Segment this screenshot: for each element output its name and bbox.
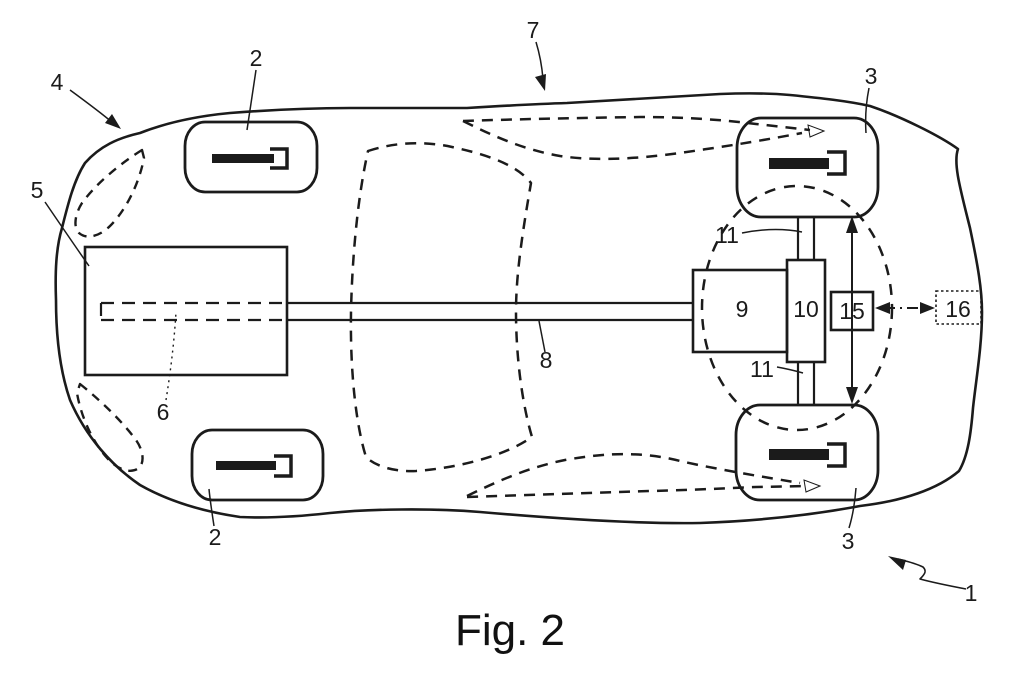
label-11-lower: 11 (750, 356, 774, 382)
leader-7 (535, 41, 544, 80)
leader-7-arrowhead (535, 74, 546, 91)
leader-1-zigzag (897, 558, 967, 590)
leader-8 (538, 320, 546, 353)
leader-4-arrowhead (105, 114, 121, 129)
label-6: 6 (157, 399, 170, 425)
label-16: 16 (945, 296, 971, 322)
leader-11-lower (776, 366, 804, 374)
wheel-front-lower (190, 428, 325, 502)
hub-bar-front-upper (212, 154, 274, 163)
leader-11-upper (741, 228, 803, 234)
gearbox-box-10 (785, 258, 827, 364)
car-body-outline (54, 92, 984, 525)
leader-2-front-upper (246, 69, 257, 131)
rear-deck-lower-line2-dashed (466, 452, 801, 498)
hub-bar-rear-upper (769, 158, 829, 169)
leader-4 (69, 89, 114, 124)
link-arrowhead-left (875, 302, 890, 314)
wheel-rear-lower (734, 403, 880, 502)
axle-upper-lines (796, 216, 816, 260)
wheel-front-upper (183, 120, 319, 194)
label-3-rear-upper: 3 (865, 63, 878, 89)
figure-caption: Fig. 2 (455, 606, 565, 655)
unit-box-15 (829, 290, 875, 332)
drive-shaft-lines (287, 301, 693, 322)
rear-deck-upper-arrowhead (807, 124, 826, 138)
label-3-rear-lower: 3 (842, 528, 855, 554)
hub-bar-rear-lower (769, 449, 829, 460)
rear-deck-upper-line2-dashed (462, 119, 803, 161)
link-arrowhead-right (920, 302, 935, 314)
track-width-arrowhead-up (846, 216, 858, 233)
hub-bracket-front-lower (274, 454, 293, 478)
rear-deck-upper-line1-dashed (462, 115, 811, 132)
label-10: 10 (793, 296, 819, 322)
rear-deck-lower-line1-dashed (466, 484, 807, 499)
label-15: 15 (839, 298, 865, 324)
label-4: 4 (51, 69, 64, 95)
track-width-arrowhead-down (846, 387, 858, 404)
external-box-16-dotted (935, 290, 982, 325)
axle-lower-lines (796, 362, 816, 405)
label-1: 1 (965, 580, 978, 606)
rear-deck-lower-arrowhead (803, 479, 822, 493)
label-7: 7 (527, 17, 540, 43)
front-unit-box-5 (83, 245, 289, 377)
leader-1-arrowhead (888, 556, 906, 570)
cabin-outline-dashed (349, 141, 534, 473)
front-vent-upper-dashed (74, 148, 146, 238)
leader-3-rear-lower (848, 487, 857, 529)
label-2-front-upper: 2 (250, 45, 263, 71)
hub-bracket-front-upper (270, 147, 289, 170)
leader-6-dotted (165, 311, 177, 401)
leader-2-front-lower (208, 488, 215, 527)
leader-3-rear-upper (864, 87, 870, 134)
label-5: 5 (31, 177, 44, 203)
hub-bar-front-lower (216, 461, 276, 470)
label-9: 9 (736, 296, 749, 322)
front-vent-lower-dashed (75, 382, 144, 472)
label-2-front-lower: 2 (209, 524, 222, 550)
leader-5 (44, 201, 90, 267)
hub-bracket-rear-lower (827, 442, 847, 468)
wheel-rear-upper (735, 116, 880, 219)
label-11-upper: 11 (715, 222, 739, 248)
label-8: 8 (540, 347, 553, 373)
inner-element-6-dashed (99, 301, 287, 322)
hub-bracket-rear-upper (827, 150, 847, 176)
